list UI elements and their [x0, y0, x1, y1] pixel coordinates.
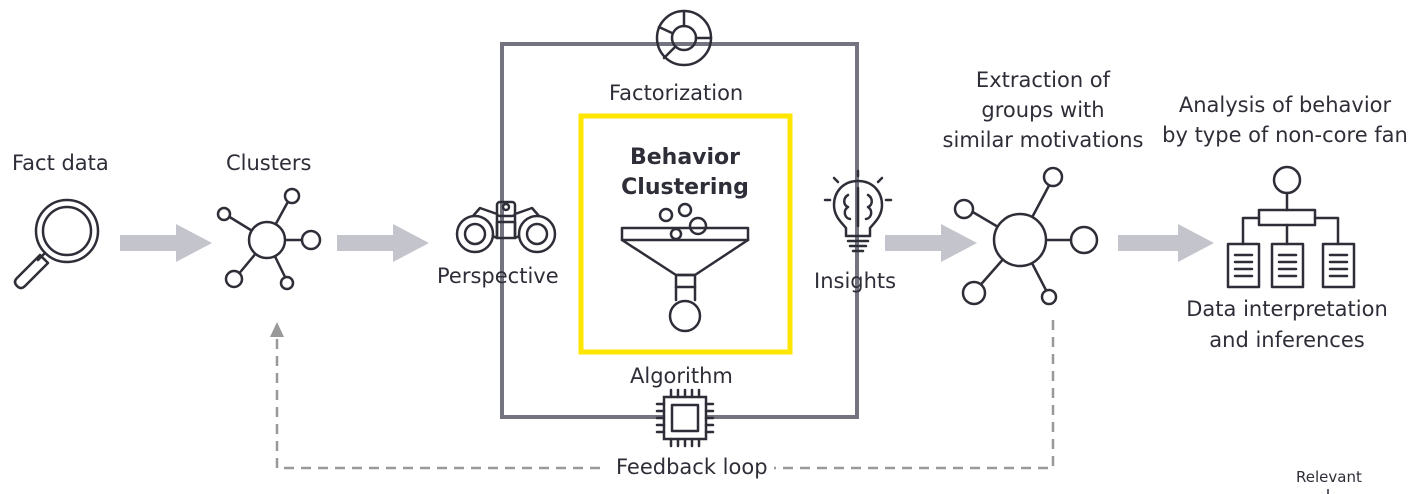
- insights-label: Insights: [814, 269, 897, 293]
- hub-network-icon: [953, 166, 1099, 306]
- network-icon: [216, 187, 322, 291]
- flow-arrow-2: [337, 224, 429, 262]
- perspective-label: Perspective: [437, 264, 559, 288]
- extraction-line-1: Extraction of: [975, 68, 1111, 92]
- behavior-clustering-title: Behavior Clustering: [621, 143, 749, 203]
- analysis-line-1: Analysis of behavior: [1178, 93, 1392, 117]
- flow-arrow-4: [1118, 224, 1214, 262]
- relevant-label: Relevant: [1296, 468, 1362, 486]
- extraction-line-3: similar motivations: [942, 128, 1144, 152]
- magnifier-icon: [13, 198, 100, 290]
- behavior-clustering-line-1: Behavior: [629, 145, 741, 170]
- extraction-label: Extraction of groups with similar motiva…: [943, 65, 1144, 155]
- algorithm-label: Algorithm: [630, 364, 733, 388]
- cpu-chip-icon: [655, 388, 715, 448]
- clusters-label: Clusters: [226, 151, 312, 175]
- funnel-icon: [620, 202, 750, 333]
- donut-chart-icon: [655, 9, 713, 67]
- analysis-line-2: by type of non-core fan: [1162, 123, 1408, 147]
- behavior-clustering-box: [578, 113, 793, 355]
- analysis-label: Analysis of behavior by type of non-core…: [1162, 90, 1408, 150]
- extraction-line-2: groups with: [981, 98, 1105, 122]
- feedback-loop-label: Feedback loop: [610, 454, 774, 481]
- brain-bulb-icon: [823, 169, 893, 253]
- binoculars-icon: [455, 200, 557, 254]
- behavior-clustering-line-2: Clustering: [621, 175, 749, 200]
- interpretation-line-1: Data interpretation: [1186, 297, 1388, 321]
- factorization-label: Factorization: [609, 81, 744, 105]
- feedback-loop-line: [270, 320, 1055, 470]
- flow-arrow-3: [885, 224, 977, 262]
- org-chart-icon: [1226, 165, 1356, 289]
- interpretation-label: Data interpretation and inferences: [1186, 294, 1388, 356]
- fact-data-label: Fact data: [12, 151, 109, 175]
- flow-arrow-1: [120, 224, 212, 262]
- interpretation-line-2: and inferences: [1209, 328, 1365, 352]
